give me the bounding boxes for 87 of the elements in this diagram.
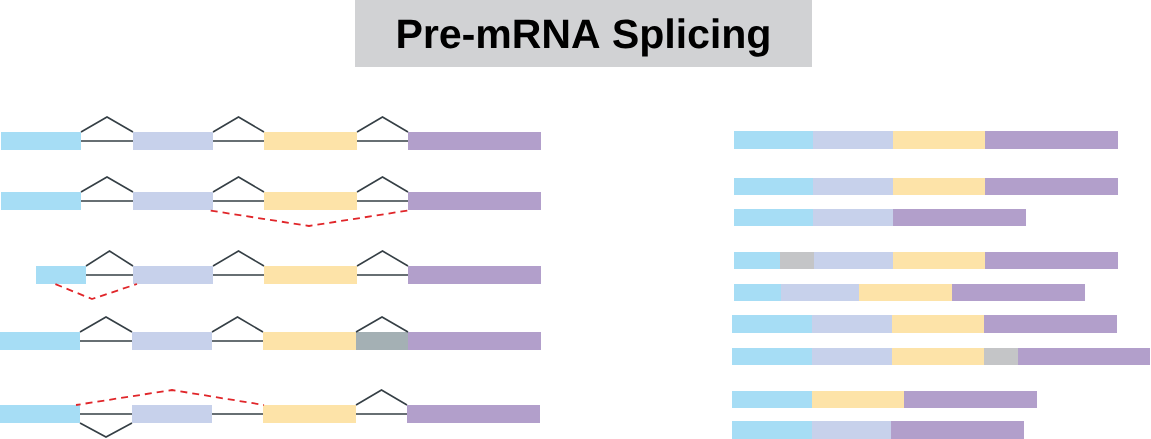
exon-bar — [1, 132, 81, 150]
splice-chevron — [356, 250, 409, 267]
exon-bar — [0, 332, 80, 350]
splice-chevron — [355, 316, 409, 333]
mrna-segment — [734, 284, 781, 301]
splice-chevron — [211, 316, 264, 333]
intron-line — [80, 140, 134, 142]
splice-chevron — [356, 176, 409, 193]
exon-bar — [133, 192, 213, 210]
mrna-segment — [812, 421, 891, 439]
mrna-segment — [952, 284, 1085, 301]
mrna-segment — [814, 252, 893, 269]
exon-bar — [408, 132, 541, 150]
mrna-segment — [781, 284, 859, 301]
mrna-segment — [892, 348, 984, 365]
splice-chevron — [356, 116, 409, 133]
mrna-segment — [812, 348, 892, 365]
exon-bar — [408, 266, 541, 284]
mrna-segment — [984, 315, 1117, 333]
mrna-segment — [985, 178, 1118, 195]
exon-bar — [132, 405, 212, 423]
splice-chevron — [212, 250, 265, 267]
title-banner: Pre-mRNA Splicing — [355, 0, 812, 67]
mrna-segment — [812, 391, 904, 408]
intron-line — [212, 200, 265, 202]
mrna-segment — [734, 209, 813, 226]
exon-bar — [263, 332, 356, 350]
intron-line — [356, 274, 409, 276]
mrna-segment — [892, 315, 984, 333]
exon-bar — [1, 192, 81, 210]
mrna-segment — [893, 252, 985, 269]
exon-bar — [36, 266, 86, 284]
intron-line — [356, 140, 409, 142]
splice-chevron — [85, 250, 134, 267]
mrna-segment — [985, 131, 1118, 149]
intron-line — [79, 413, 133, 415]
splice-chevron — [355, 389, 408, 406]
splice-chevron — [79, 422, 133, 438]
mrna-segment — [891, 421, 1024, 439]
mrna-segment — [734, 131, 813, 149]
mrna-segment — [984, 348, 1018, 365]
mrna-segment — [813, 178, 893, 195]
exon-bar — [0, 405, 80, 423]
mrna-segment — [904, 391, 1037, 408]
intron-line — [85, 274, 134, 276]
splice-chevron — [79, 316, 133, 333]
mrna-segment — [812, 315, 892, 333]
mrna-segment — [734, 252, 780, 269]
intron-line — [211, 340, 264, 342]
mrna-segment — [985, 252, 1118, 269]
mrna-segment — [732, 348, 812, 365]
mrna-segment — [734, 178, 813, 195]
exon-bar — [132, 332, 212, 350]
exon-bar — [408, 332, 541, 350]
exon-bar — [408, 192, 541, 210]
intron-line — [212, 140, 265, 142]
mrna-segment — [893, 131, 985, 149]
splice-line — [54, 283, 138, 300]
splice-chevron — [212, 176, 265, 193]
exon-bar — [264, 132, 357, 150]
exon-bar — [263, 405, 356, 423]
exon-bar — [133, 132, 213, 150]
mrna-segment — [732, 391, 812, 408]
exon-bar — [264, 192, 357, 210]
mrna-segment — [732, 421, 812, 439]
splice-chevron — [80, 176, 134, 193]
exon-bar — [407, 405, 540, 423]
exon-bar — [133, 266, 213, 284]
splice-chevron — [80, 116, 134, 133]
intron-line — [356, 200, 409, 202]
splice-line — [75, 389, 265, 406]
intron-line — [79, 340, 133, 342]
intron-line — [355, 413, 408, 415]
exon-bar — [264, 266, 357, 284]
mrna-segment — [893, 209, 1026, 226]
mrna-segment — [813, 131, 893, 149]
splice-chevron — [212, 116, 265, 133]
mrna-segment — [1018, 348, 1150, 365]
mrna-segment — [813, 209, 893, 226]
mrna-segment — [893, 178, 985, 195]
exon-bar — [356, 332, 408, 350]
intron-line — [212, 274, 265, 276]
mrna-segment — [732, 315, 812, 333]
mrna-segment — [780, 252, 814, 269]
intron-line — [211, 413, 264, 415]
mrna-segment — [859, 284, 952, 301]
intron-line — [80, 200, 134, 202]
